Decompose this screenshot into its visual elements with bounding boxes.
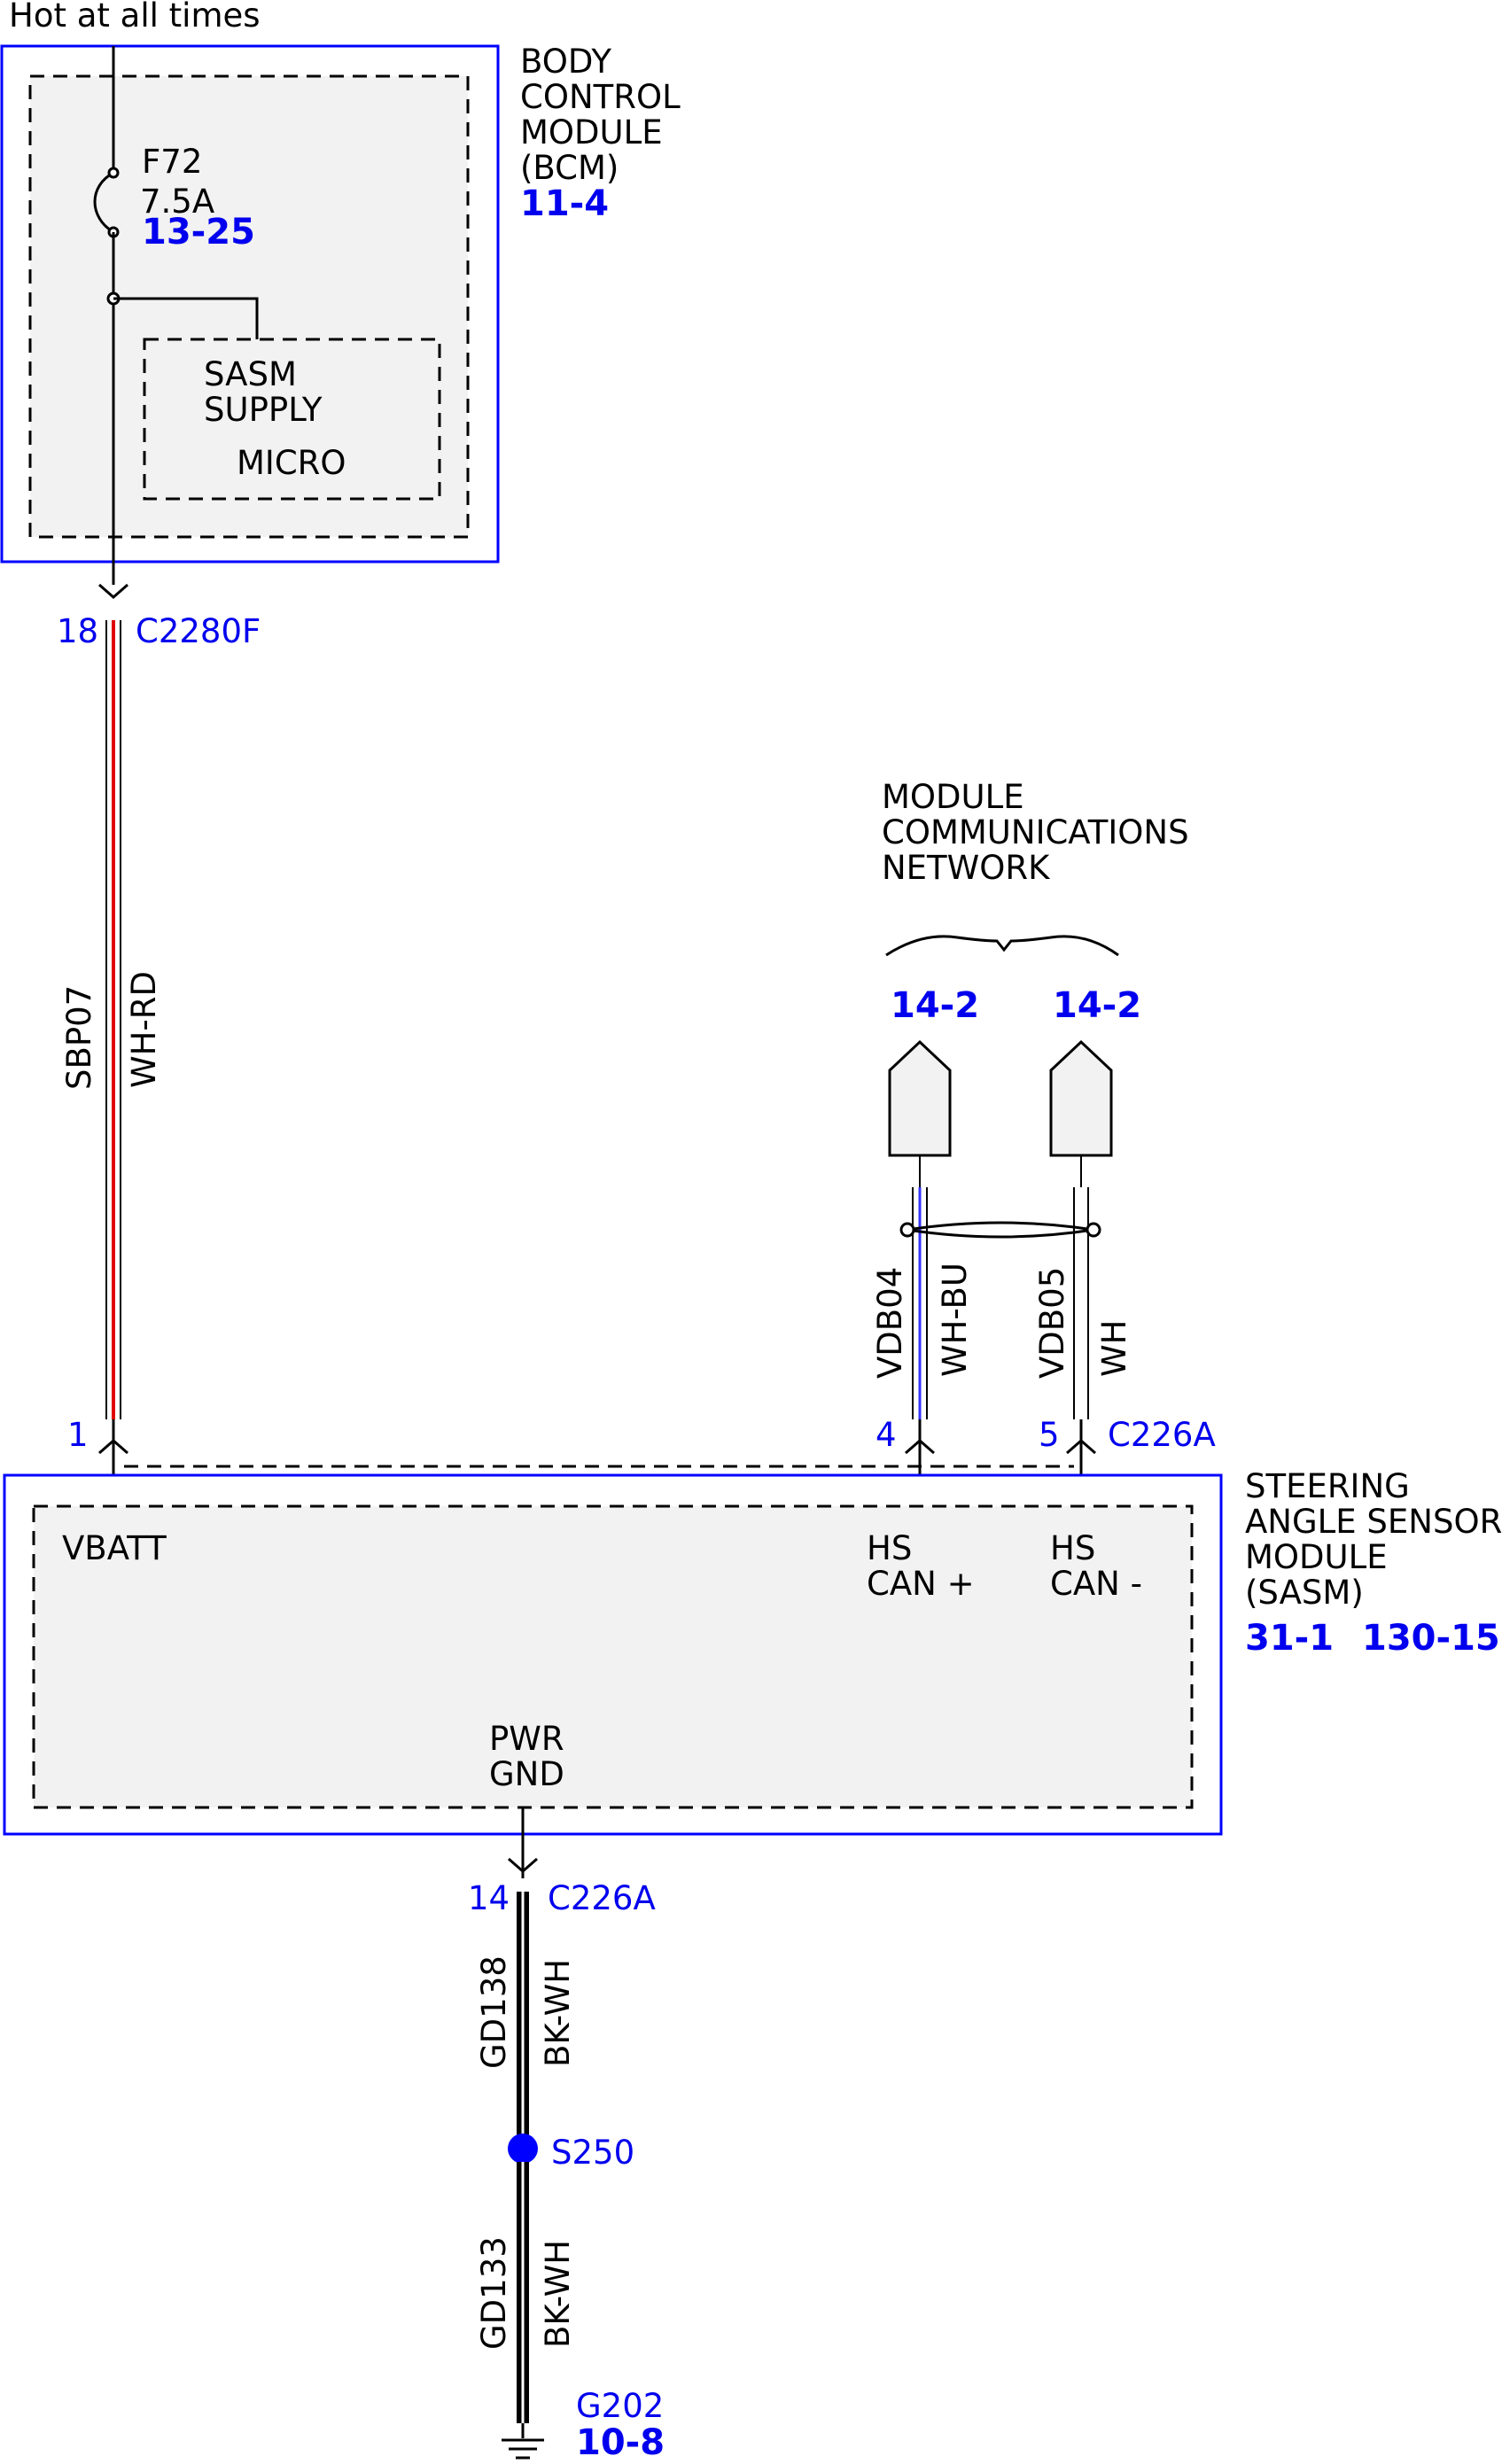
micro-feed-wire <box>113 297 259 339</box>
micro-line-2: SUPPLY <box>204 391 323 429</box>
splice-s250-dot <box>508 2134 538 2164</box>
wire-vdb04-circuit: VDB04 <box>871 1267 909 1379</box>
sasm-inner-box <box>32 1504 1194 1809</box>
wire-vdb04-color: WH-BU <box>936 1263 974 1377</box>
sasm-can-plus-line-2: CAN + <box>867 1565 975 1603</box>
pin-4-number: 4 <box>876 1416 897 1454</box>
wire-sbp07-circuit: SBP07 <box>60 985 98 1090</box>
supply-label: Hot at all times <box>9 0 261 35</box>
network-title-line-1: MODULE <box>882 778 1024 816</box>
sasm-name-line-4: (SASM) <box>1245 1574 1364 1612</box>
body-control-module: F72 7.5A 13-25 SASM SUPPLY MICRO BODY CO… <box>0 43 681 585</box>
network-ref-right: 14-2 <box>1053 985 1141 1026</box>
connector-c226a-top-name: C226A <box>1108 1416 1216 1454</box>
network-arrow-left <box>888 1039 952 1157</box>
twisted-pair-marker <box>899 1221 1101 1239</box>
fuse-f72-symbol <box>93 171 114 234</box>
fuse-terminal-top <box>107 167 120 179</box>
sasm-name-line-1: STEERING <box>1245 1467 1410 1505</box>
module-communications-network: MODULE COMMUNICATIONS NETWORK 14-2 14-2 <box>882 778 1189 1157</box>
connector-c226a-bottom-pin: 14 <box>468 1879 510 1917</box>
connector-c2280f-pin: 18 <box>57 612 98 650</box>
connector-c2280f-name: C2280F <box>136 612 261 650</box>
pin-5-number: 5 <box>1039 1416 1060 1454</box>
ground-g202-ref: 10-8 <box>576 2422 665 2463</box>
twisted-pair-end-right <box>1086 1222 1101 1238</box>
twisted-pair-cross-2 <box>907 1221 1094 1232</box>
bcm-name-line-2: CONTROL <box>520 78 681 116</box>
ground-path: 14 C226A GD138 BK-WH S250 GD133 BK-WH G2… <box>468 1807 665 2463</box>
wire-gd138-circuit: GD138 <box>475 1955 513 2069</box>
connector-c2280f: 18 C2280F <box>57 583 261 650</box>
wire-vdb05-color: WH <box>1095 1320 1133 1377</box>
fuse-ref: 13-25 <box>142 212 255 253</box>
bcm-name-line-1: BODY <box>520 43 611 81</box>
sasm-can-minus-line-2: CAN - <box>1050 1565 1142 1603</box>
sasm-ref-2: 130-15 <box>1362 1618 1500 1659</box>
sasm-vbatt-label: VBATT <box>62 1529 167 1567</box>
network-title-line-2: COMMUNICATIONS <box>882 813 1189 851</box>
wire-vdb05: VDB05 WH <box>1033 1155 1133 1419</box>
sasm-can-minus-line-1: HS <box>1050 1529 1095 1567</box>
network-arrow-right <box>1049 1039 1113 1157</box>
pin-1-number: 1 <box>67 1416 89 1454</box>
sasm-supply-micro-box <box>143 338 441 501</box>
wire-vdb05-circuit: VDB05 <box>1033 1267 1071 1379</box>
twisted-pair-cross-1 <box>907 1228 1094 1239</box>
micro-name: MICRO <box>237 444 346 482</box>
twisted-pair-end-left <box>899 1222 915 1238</box>
sasm-can-plus-line-1: HS <box>867 1529 912 1567</box>
wire-sbp07-color: WH-RD <box>125 971 163 1088</box>
wire-vdb04: VDB04 WH-BU <box>871 1155 974 1419</box>
network-brace <box>885 935 1119 957</box>
sasm-gnd-line-1: PWR <box>489 1720 564 1758</box>
wire-gd138-color: BK-WH <box>539 1959 577 2067</box>
connector-c226a-bottom-symbol <box>508 1857 538 1873</box>
ground-g202-name: G202 <box>576 2387 664 2425</box>
splice-s250-name: S250 <box>551 2134 634 2172</box>
sasm-name-line-3: MODULE <box>1245 1538 1388 1576</box>
bcm-name-line-3: MODULE <box>520 113 663 152</box>
network-ref-left: 14-2 <box>891 985 979 1026</box>
wire-gd133-color: BK-WH <box>539 2240 577 2348</box>
connector-c226a-bottom-name: C226A <box>548 1879 656 1917</box>
sasm-gnd-line-2: GND <box>489 1755 564 1793</box>
connector-c2280f-symbol <box>98 583 128 599</box>
fuse-rating: 7.5A <box>140 183 214 221</box>
fuse-name: F72 <box>142 143 202 181</box>
steering-angle-sensor-module: VBATT HS CAN + HS CAN - PWR GND STEERING… <box>3 1467 1502 1836</box>
network-title-line-3: NETWORK <box>882 849 1051 887</box>
sasm-name-line-2: ANGLE SENSOR <box>1245 1503 1502 1541</box>
wire-gd133-circuit: GD133 <box>475 2236 513 2350</box>
connector-c226a-top: 1 4 5 C226A <box>67 1416 1216 1475</box>
bcm-ref: 11-4 <box>520 183 609 224</box>
bcm-name-line-4: (BCM) <box>520 149 619 187</box>
sasm-ref-1: 31-1 <box>1245 1618 1334 1659</box>
wire-sbp07: SBP07 WH-RD <box>60 620 163 1419</box>
micro-line-1: SASM <box>204 355 297 393</box>
